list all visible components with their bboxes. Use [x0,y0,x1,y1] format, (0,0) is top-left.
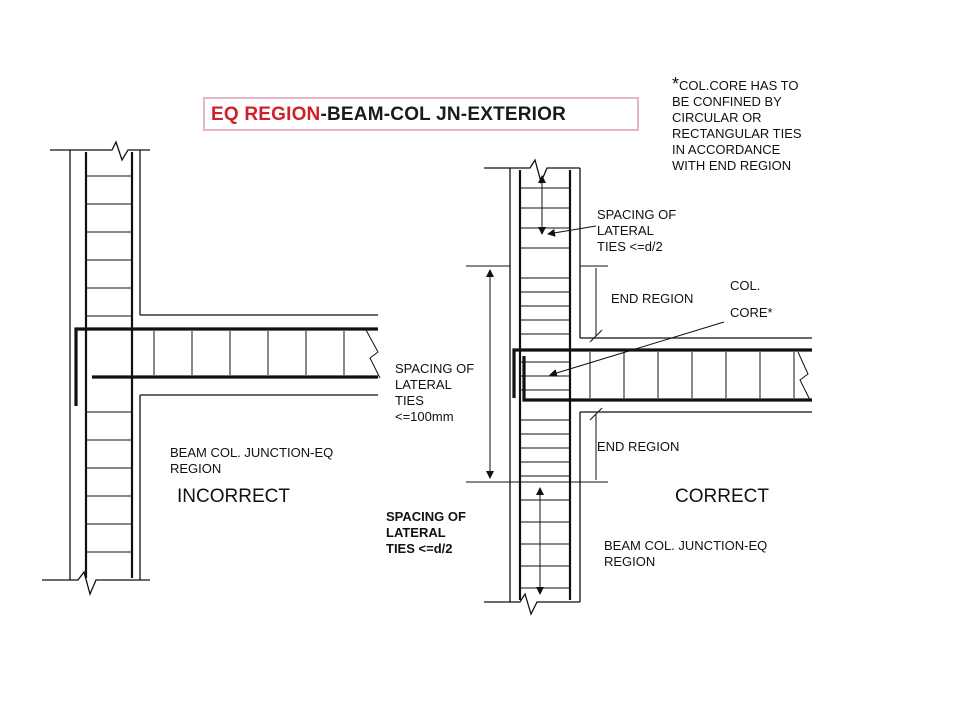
title-red-part: EQ REGION [211,104,321,125]
right-junction-line-2: REGION [604,554,656,569]
left-junction-line-2: REGION [170,461,222,476]
note-line-1: COL.CORE HAS TO [679,78,799,93]
right-spacing-bottom-label: SPACING OF LATERAL TIES <=d/2 [386,509,466,557]
note-star: * [672,74,680,94]
right-spacing-top-line-1: SPACING OF [597,207,677,222]
right-spacing-bottom-line-1: SPACING OF [386,509,466,524]
note-line-6: WITH END REGION [672,158,792,173]
core-label: CORE* [730,305,773,320]
correct-label: CORRECT [675,486,769,507]
right-spacing-bottom-line-3: TIES <=d/2 [386,541,453,556]
col-label: COL. [730,278,761,293]
left-spacing-line-3: TIES [395,393,424,408]
incorrect-label: INCORRECT [177,486,290,507]
right-junction-line-1: BEAM COL. JUNCTION-EQ [604,538,768,553]
correct-joint-drawing [466,158,812,616]
title-box: EQ REGION-BEAM-COL JN-EXTERIOR [203,97,639,131]
left-junction-line-1: BEAM COL. JUNCTION-EQ [170,445,334,460]
page-title: EQ REGION-BEAM-COL JN-EXTERIOR [211,104,566,126]
right-junction-label: BEAM COL. JUNCTION-EQ REGION [604,538,767,570]
end-region-top-label: END REGION [611,291,694,306]
dimension-arrows [486,175,725,595]
end-region-bottom-label: END REGION [597,439,680,454]
title-black-part: -BEAM-COL JN-EXTERIOR [320,104,567,125]
right-spacing-bottom-line-2: LATERAL [386,525,446,540]
left-junction-label: BEAM COL. JUNCTION-EQ REGION [170,445,333,477]
left-spacing-label: SPACING OF LATERAL TIES <=100mm [395,361,474,425]
right-spacing-top-label: SPACING OF LATERAL TIES <=d/2 [597,207,676,255]
right-spacing-top-line-3: TIES <=d/2 [597,239,663,254]
right-spacing-top-line-2: LATERAL [597,223,654,238]
left-spacing-line-2: LATERAL [395,377,452,392]
note-line-4: RECTANGULAR TIES [672,126,802,141]
note-line-3: CIRCULAR OR [672,110,762,125]
note-line-2: BE CONFINED BY [672,94,782,109]
incorrect-joint-drawing [42,140,381,596]
left-spacing-line-1: SPACING OF [395,361,475,376]
note-block: *COL.CORE HAS TO BE CONFINED BY CIRCULAR… [672,75,802,174]
note-line-5: IN ACCORDANCE [672,142,781,157]
left-spacing-line-4: <=100mm [395,409,454,424]
